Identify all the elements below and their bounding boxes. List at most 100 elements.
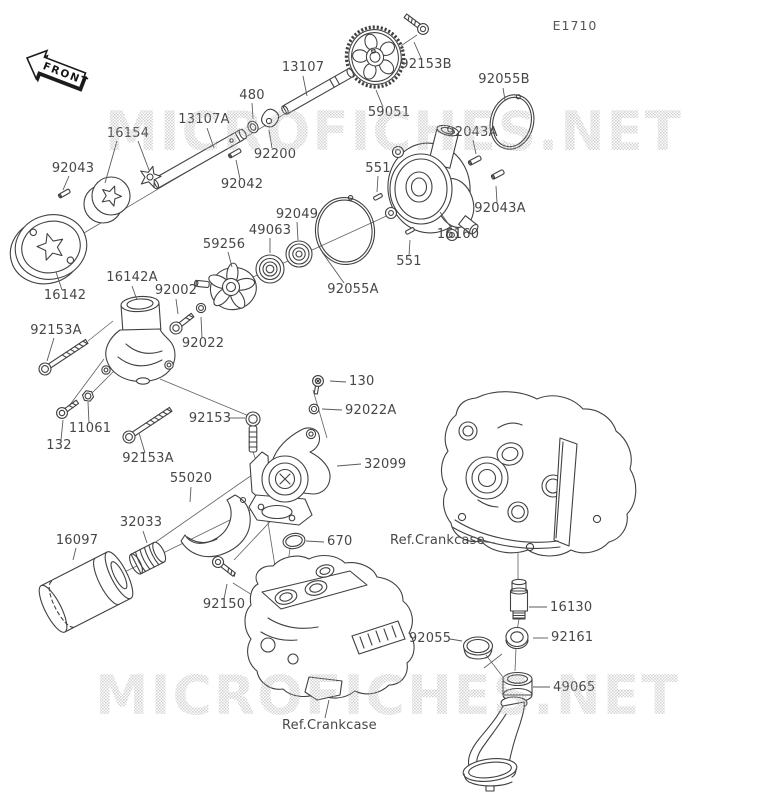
part-fitting-16130 [509, 578, 529, 620]
leader-line-130 [329, 380, 347, 383]
leader-line-92042 [235, 159, 241, 180]
leader-line-92153A [46, 337, 55, 362]
leader-line-Ref.Crankcase [324, 699, 330, 719]
part-label-92049: 92049 [276, 207, 318, 222]
part-label-16130: 16130 [550, 600, 592, 615]
part-crankcase-upper [440, 391, 637, 557]
part-cap-92055 [462, 636, 494, 660]
part-oil-filter-16097 [38, 551, 134, 633]
part-label-11061: 11061 [69, 421, 111, 436]
part-label-59256: 59256 [203, 237, 245, 252]
part-sprocket-59051 [344, 25, 406, 89]
leader-line-16142 [55, 271, 63, 291]
part-label-49065: 49065 [553, 680, 595, 695]
part-label-92043: 92043 [52, 161, 94, 176]
leader-line-16160 [439, 211, 453, 230]
part-pin-92043a [490, 169, 505, 180]
part-inner-rotor-16154 [140, 165, 162, 188]
part-bolt-92153a [38, 338, 89, 376]
callout-leaders [46, 41, 550, 719]
leader-line-Ref.Crankcase [477, 540, 496, 544]
part-bolt-92153 [245, 411, 261, 453]
leader-line-551 [376, 175, 379, 193]
leader-line-92200 [268, 129, 273, 149]
part-label-16097: 16097 [56, 533, 98, 548]
part-bolt-92002 [169, 312, 195, 335]
leader-line-480 [251, 102, 254, 120]
diagram-code: E1710 [553, 18, 598, 33]
part-label-670: 670 [327, 534, 352, 549]
part-pin-551 [405, 227, 415, 235]
part-pin-92043a [467, 155, 482, 166]
part-label-92055B: 92055B [478, 72, 529, 87]
part-strainer-49065 [462, 671, 533, 792]
part-label-130: 130 [349, 374, 374, 389]
part-nut-11061 [81, 390, 95, 402]
part-label-92153A: 92153A [30, 323, 81, 338]
part-label-92153A: 92153A [122, 451, 173, 466]
leader-line-59256 [227, 251, 233, 268]
part-label-92042: 92042 [221, 177, 263, 192]
part-label-92055: 92055 [409, 631, 451, 646]
front-direction-marker: FRONT [25, 49, 90, 92]
leader-line-92049 [296, 221, 299, 241]
part-outer-rotor-16154 [83, 176, 131, 224]
watermark-text: MICROFICHES.NET [95, 664, 680, 727]
part-pin-92043 [58, 188, 71, 199]
part-seal-92049 [285, 240, 313, 268]
part-screw-92153b [403, 13, 429, 35]
part-label-92022A: 92022A [345, 403, 396, 418]
part-pump-housing-16160 [384, 124, 479, 242]
leader-line-16154 [104, 140, 118, 184]
part-oil-pump-16142a [101, 295, 176, 385]
part-label-49063: 49063 [249, 223, 291, 238]
part-label-92200: 92200 [254, 147, 296, 162]
part-washer-92200 [260, 108, 280, 128]
part-label-Ref.Crankcase: Ref.Crankcase [282, 718, 377, 733]
part-label-92161: 92161 [551, 630, 593, 645]
part-shaft-13107 [281, 68, 354, 115]
leader-line-13107A [206, 127, 215, 149]
part-bolt-92153a [122, 406, 173, 444]
part-pin-551 [373, 193, 383, 201]
leader-line-92022 [200, 316, 203, 339]
part-gasket-92055a [314, 194, 376, 266]
part-label-13107: 13107 [282, 60, 324, 75]
part-bolt-132 [56, 399, 80, 419]
leader-line-32099 [336, 463, 362, 467]
part-seal-49063 [255, 254, 285, 284]
part-collar-92161 [505, 626, 529, 649]
leader-line-92043 [62, 175, 70, 191]
leader-line-92002 [175, 298, 179, 315]
leader-line-92153A [138, 432, 146, 454]
part-label-16154: 16154 [107, 126, 149, 141]
part-ring-480 [247, 120, 259, 134]
part-label-551: 551 [396, 254, 421, 269]
part-label-55020: 55020 [170, 471, 212, 486]
watermark-text: MICROFICHES.NET [105, 100, 683, 163]
leader-line-16097 [72, 547, 77, 561]
leader-line-92055A [321, 251, 345, 284]
leader-line-92055B [502, 87, 506, 101]
part-label-92022: 92022 [182, 336, 224, 351]
part-label-Ref.Crankcase: Ref.Crankcase [390, 533, 485, 548]
part-label-92055A: 92055A [327, 282, 378, 297]
part-label-32033: 32033 [120, 515, 162, 530]
part-shaft-13107a [150, 128, 247, 190]
leader-line-32033 [142, 530, 148, 544]
part-bolt-130 [312, 375, 324, 395]
part-label-92043A: 92043A [446, 125, 497, 140]
leader-line-55020 [189, 486, 192, 503]
leader-line-16142A [131, 285, 138, 301]
leader-line-11061 [87, 401, 90, 424]
leader-line-670 [305, 540, 325, 543]
front-arrow-icon [25, 49, 87, 89]
artwork-layer [9, 13, 637, 792]
part-label-480: 480 [239, 88, 264, 103]
leader-line-13107 [302, 75, 308, 97]
part-gasket-92055b [489, 94, 535, 150]
part-impeller-59256 [194, 262, 257, 311]
